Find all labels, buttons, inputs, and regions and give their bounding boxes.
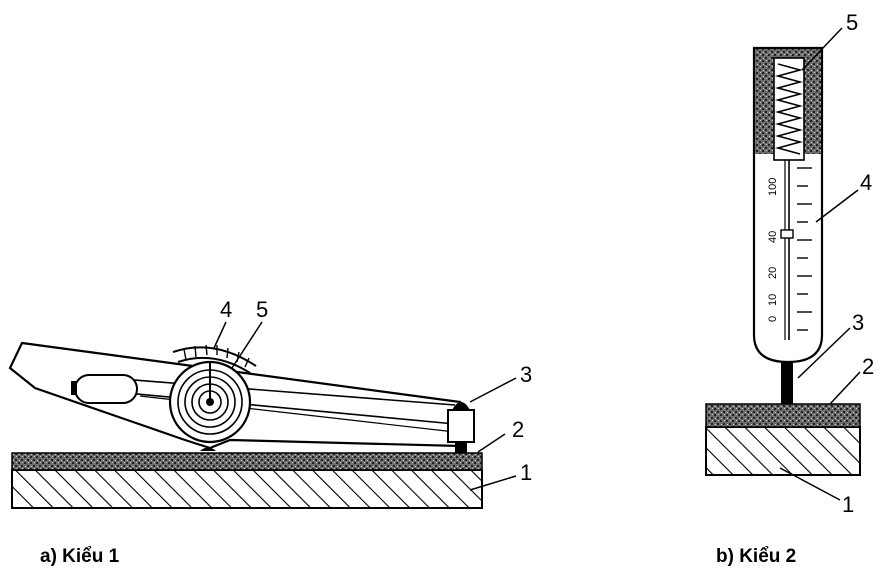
type2-label-2: 2 <box>862 354 874 379</box>
type1-substrate <box>11 469 483 509</box>
type2-coating-layer <box>705 403 861 428</box>
type1-label-2: 2 <box>512 417 524 442</box>
type1-coating-layer <box>11 452 483 471</box>
type1-contact-foot <box>200 447 216 451</box>
type1-scale-arc-inner <box>177 356 251 374</box>
type2-label-4: 4 <box>860 170 872 195</box>
type1-diagram: 4 5 3 2 1 <box>8 297 532 509</box>
type1-probe-holder <box>447 409 475 443</box>
type1-probe-tip <box>455 442 467 453</box>
type1-handle-grip <box>74 374 138 404</box>
type1-handle-cap <box>71 381 77 395</box>
type1-slot-line <box>94 376 456 406</box>
type2-spring <box>774 63 804 155</box>
type1-probe-cap <box>452 402 470 410</box>
type1-label-5: 5 <box>256 297 268 322</box>
type2-leader-lines <box>779 27 861 501</box>
type2-diagram: 100 40 20 10 0 5 4 3 2 1 <box>705 10 874 517</box>
type2-scale-label: 40 <box>767 231 779 243</box>
type2-label-5: 5 <box>846 10 858 35</box>
type2-scale-label: 10 <box>767 294 779 306</box>
type2-probe-tip <box>781 362 793 404</box>
caption-type1: a) Kiểu 1 <box>40 546 120 567</box>
type1-label-1: 1 <box>520 460 532 485</box>
type2-scale-label: 100 <box>767 178 779 196</box>
type1-slot-line <box>94 389 456 425</box>
caption-type2: b) Kiểu 2 <box>716 546 797 567</box>
type2-scale-ticks <box>797 167 812 331</box>
type1-label-3: 3 <box>520 362 532 387</box>
type2-label-3: 3 <box>852 310 864 335</box>
type2-scale-label: 20 <box>767 267 779 279</box>
type2-scale-label: 0 <box>767 316 779 322</box>
type1-leader-lines <box>213 321 517 491</box>
type2-label-1: 1 <box>842 492 854 517</box>
type1-label-4: 4 <box>220 297 232 322</box>
type2-rod-marker <box>780 229 794 239</box>
type2-substrate <box>705 426 861 476</box>
